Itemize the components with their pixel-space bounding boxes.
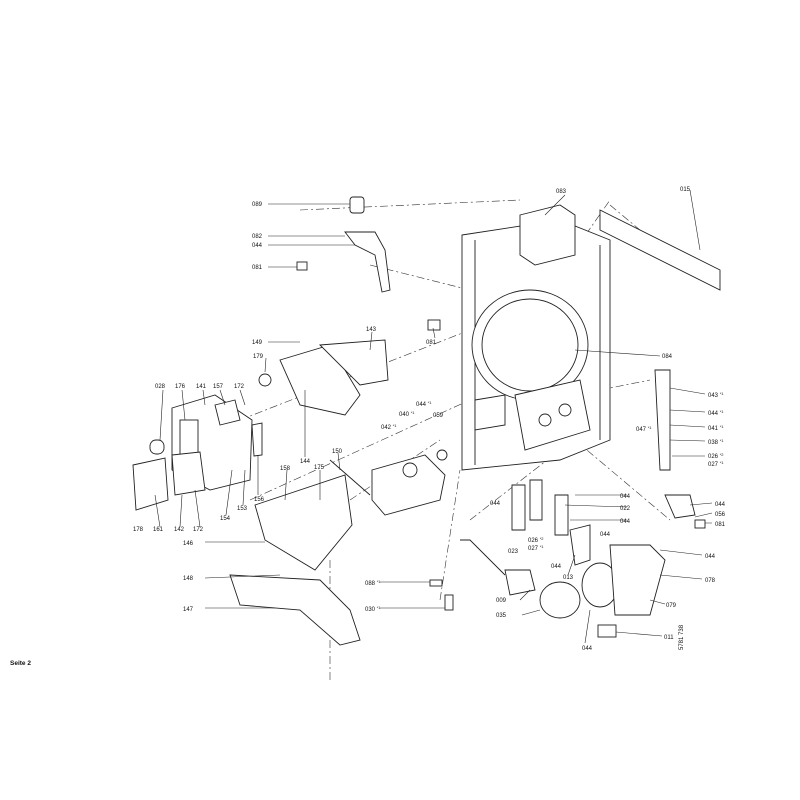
label-044: 044 *1 [708, 409, 724, 417]
label-044: 044 [620, 519, 631, 525]
label-078: 078 [705, 578, 716, 584]
page-label: Seite 2 [10, 660, 31, 667]
label-027: 027 *1 [708, 460, 724, 468]
label-148: 148 [183, 576, 194, 582]
label-081: 081 [426, 340, 437, 346]
label-038: 038 *1 [708, 438, 724, 446]
label-083: 083 [556, 189, 567, 195]
label-022: 022 [620, 506, 631, 512]
hydraulic-parts [371, 369, 706, 638]
label-142: 142 [174, 527, 185, 533]
label-026: 026 *2 [708, 452, 724, 460]
label-011: 011 [664, 635, 674, 641]
siphon-042 [371, 454, 446, 516]
label-030: 030 *1 [365, 605, 381, 613]
label-172: 172 [234, 384, 245, 390]
label-041: 041 *1 [708, 424, 724, 432]
label-149: 149 [252, 340, 263, 346]
label-084: 084 [662, 354, 673, 360]
label-056: 056 [715, 512, 726, 518]
control-unit [132, 339, 389, 646]
drawing-number: 5781 738 [679, 624, 685, 650]
pump-motor-035 [539, 581, 581, 619]
label-040: 040 *1 [399, 410, 415, 418]
label-044: 044 [620, 494, 631, 500]
label-081: 081 [252, 265, 263, 271]
label-047: 047 *1 [636, 425, 652, 433]
label-088: 088 *1 [365, 579, 381, 587]
leader-lines [154, 189, 713, 644]
label-144: 144 [300, 459, 311, 465]
label-043: 043 *1 [708, 391, 724, 399]
label-143: 143 [366, 327, 377, 333]
label-079: 079 [666, 603, 677, 609]
label-013: 013 [563, 575, 574, 581]
label-044: 044 [582, 646, 593, 652]
label-026: 026 *2 [528, 536, 544, 544]
label-153: 153 [237, 506, 248, 512]
top-pipe [296, 196, 441, 331]
label-028: 028 [155, 384, 166, 390]
label-150: 150 [332, 449, 343, 455]
label-044: 044 [490, 501, 501, 507]
label-044: 044 [252, 243, 263, 249]
label-157: 157 [213, 384, 224, 390]
label-044: 044 *1 [416, 400, 432, 408]
bracket-015 [599, 209, 721, 291]
label-147: 147 [183, 607, 194, 613]
cover-083 [519, 204, 576, 266]
label-176: 176 [175, 384, 186, 390]
label-081: 081 [715, 522, 726, 528]
label-082: 082 [252, 234, 263, 240]
part-labels: 089 082 044 081 083 015 081 084 143 149 … [10, 187, 726, 667]
label-042: 042 *1 [381, 423, 397, 431]
label-146: 146 [183, 541, 194, 547]
label-035: 035 [496, 613, 507, 619]
label-172: 172 [193, 527, 204, 533]
label-009: 009 [496, 598, 507, 604]
label-023: 023 [508, 549, 519, 555]
label-044: 044 [715, 502, 726, 508]
label-175: 175 [314, 465, 325, 471]
label-027: 027 *1 [528, 544, 544, 552]
label-059: 059 [433, 413, 444, 419]
boiler-frame [461, 204, 721, 471]
label-015: 015 [680, 187, 691, 193]
label-141: 141 [196, 384, 207, 390]
label-158: 158 [280, 466, 291, 472]
pump-housing-079 [609, 544, 666, 616]
label-156: 156 [254, 497, 265, 503]
label-154: 154 [220, 516, 231, 522]
label-044: 044 [600, 532, 611, 538]
label-178: 178 [133, 527, 144, 533]
label-089: 089 [252, 202, 263, 208]
label-179: 179 [253, 354, 264, 360]
label-044: 044 [705, 554, 716, 560]
label-044: 044 [551, 564, 562, 570]
label-161: 161 [153, 527, 164, 533]
